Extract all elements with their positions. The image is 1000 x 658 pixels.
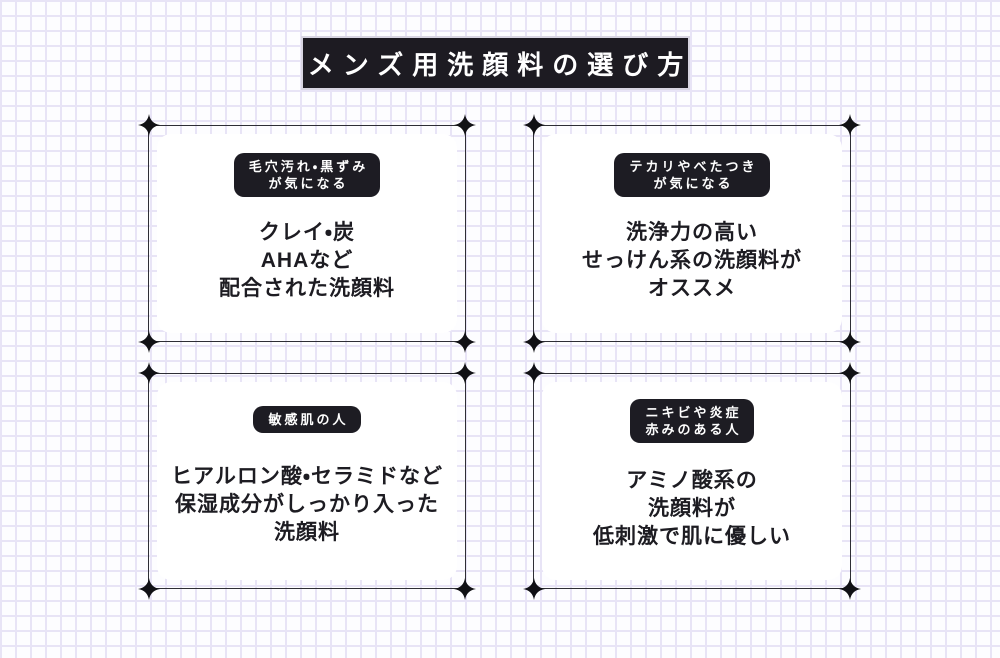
- body-line: 洗顔料: [274, 521, 340, 544]
- card-inner: ニキビや炎症 赤みのある人 アミノ酸系の 洗顔料が 低刺激で肌に優しい: [542, 382, 842, 580]
- sparkle-icon: [454, 362, 476, 384]
- body-line: ヒアルロン酸・セラミドなど: [171, 465, 443, 488]
- card-tag: テカリやべたつき が気になる: [614, 153, 770, 197]
- sparkle-icon: [523, 578, 545, 600]
- card-shine: テカリやべたつき が気になる 洗浄力の高い せっけん系の洗顔料が オススメ: [523, 114, 861, 353]
- card-body: クレイ・炭 AHAなど 配合された洗顔料: [219, 219, 395, 303]
- card-inner: 敏感肌の人 ヒアルロン酸・セラミドなど 保湿成分がしっかり入った 洗顔料: [157, 382, 457, 580]
- card-body: ヒアルロン酸・セラミドなど 保湿成分がしっかり入った 洗顔料: [171, 463, 443, 547]
- card-body: 洗浄力の高い せっけん系の洗顔料が オススメ: [582, 219, 802, 303]
- card-acne: ニキビや炎症 赤みのある人 アミノ酸系の 洗顔料が 低刺激で肌に優しい: [523, 362, 861, 600]
- card-tag: 敏感肌の人: [253, 406, 361, 433]
- sparkle-icon: [523, 114, 545, 136]
- tag-line: が気になる: [653, 176, 734, 191]
- body-line: AHAなど: [260, 249, 354, 272]
- sparkle-icon: [454, 331, 476, 353]
- card-inner: 毛穴汚れ・黒ずみ が気になる クレイ・炭 AHAなど 配合された洗顔料: [157, 134, 457, 333]
- body-line: せっけん系の洗顔料が: [582, 249, 802, 272]
- tag-line: テカリやべたつき: [629, 159, 758, 174]
- body-line: 洗顔料が: [648, 497, 736, 520]
- sparkle-icon: [839, 331, 861, 353]
- title-banner: メンズ用洗顔料の選び方: [303, 38, 688, 88]
- sparkle-icon: [138, 331, 160, 353]
- body-line: オススメ: [648, 277, 736, 300]
- sparkle-icon: [523, 362, 545, 384]
- card-body: アミノ酸系の 洗顔料が 低刺激で肌に優しい: [593, 467, 791, 551]
- sparkle-icon: [839, 114, 861, 136]
- card-inner: テカリやべたつき が気になる 洗浄力の高い せっけん系の洗顔料が オススメ: [542, 134, 842, 333]
- card-tag: 毛穴汚れ・黒ずみ が気になる: [233, 153, 381, 197]
- card-pores: 毛穴汚れ・黒ずみ が気になる クレイ・炭 AHAなど 配合された洗顔料: [138, 114, 476, 353]
- body-line: クレイ・炭: [258, 221, 356, 244]
- sparkle-icon: [138, 362, 160, 384]
- tag-line: が気になる: [268, 176, 349, 191]
- tag-line: 毛穴汚れ・黒ずみ: [248, 159, 369, 174]
- body-line: 保湿成分がしっかり入った: [175, 493, 439, 516]
- card-tag: ニキビや炎症 赤みのある人: [630, 399, 754, 443]
- sparkle-icon: [839, 578, 861, 600]
- tag-line: 赤みのある人: [645, 422, 742, 437]
- tag-line: 敏感肌の人: [268, 412, 349, 427]
- sparkle-icon: [454, 578, 476, 600]
- body-line: アミノ酸系の: [626, 469, 758, 492]
- page-title: メンズ用洗顔料の選び方: [307, 49, 693, 80]
- body-line: 低刺激で肌に優しい: [593, 525, 791, 548]
- sparkle-icon: [839, 362, 861, 384]
- card-sensitive: 敏感肌の人 ヒアルロン酸・セラミドなど 保湿成分がしっかり入った 洗顔料: [138, 362, 476, 600]
- sparkle-icon: [138, 578, 160, 600]
- body-line: 配合された洗顔料: [219, 277, 395, 300]
- sparkle-icon: [138, 114, 160, 136]
- body-line: 洗浄力の高い: [626, 221, 758, 244]
- sparkle-icon: [454, 114, 476, 136]
- sparkle-icon: [523, 331, 545, 353]
- tag-line: ニキビや炎症: [645, 405, 742, 420]
